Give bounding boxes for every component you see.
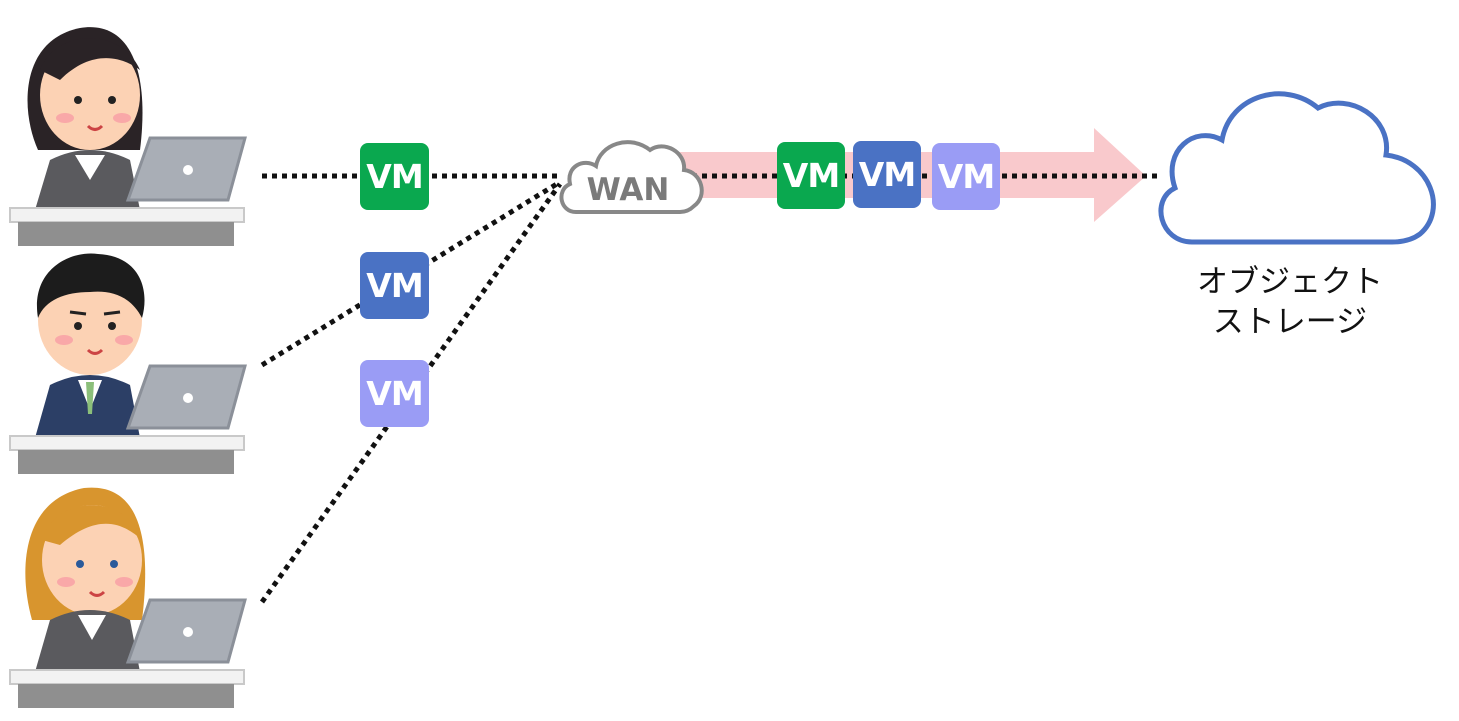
vm-badge-user3: VM <box>360 360 429 427</box>
user-woman-dark-hair <box>9 27 247 246</box>
storage-cloud <box>1158 91 1436 245</box>
vm-badge-user2: VM <box>360 252 429 319</box>
wan-cloud <box>559 140 704 214</box>
vm-badge-transit-lavender: VM <box>932 143 1000 210</box>
user-man-suit <box>9 253 247 474</box>
storage-label-line1: オブジェクト <box>1197 264 1383 300</box>
wan-label: WAN <box>587 172 670 208</box>
vm-badge-user1: VM <box>360 143 429 210</box>
storage-label: オブジェクト ストレージ <box>1170 262 1410 342</box>
storage-label-line2: ストレージ <box>1212 304 1368 340</box>
user-woman-blonde <box>9 487 247 708</box>
vm-badge-transit-green: VM <box>777 142 845 209</box>
vm-badge-transit-blue: VM <box>853 141 921 208</box>
